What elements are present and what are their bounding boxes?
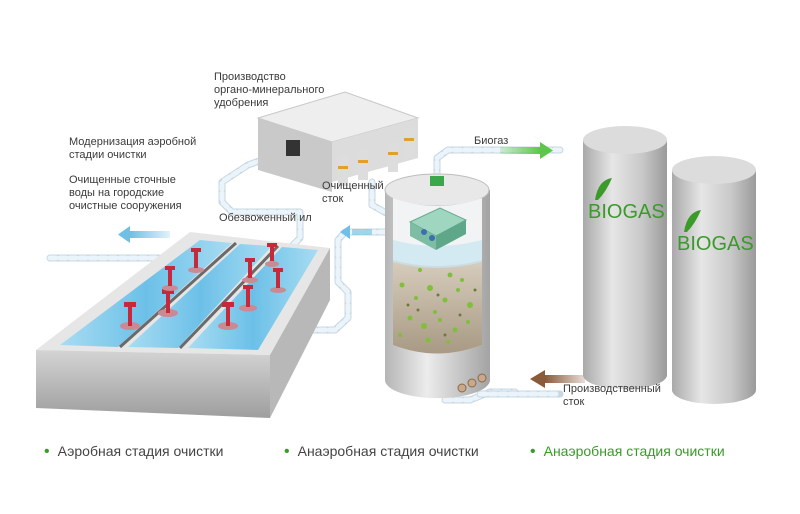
cleaned-water-arrow	[118, 226, 170, 243]
biogas-tank-2	[672, 156, 756, 404]
dewatered-sludge-label: Обезвоженный ил	[219, 212, 312, 224]
legend-item-anaerobic: •Анаэробная стадия очистки	[284, 443, 479, 460]
purified-flow-label: Очищенный сток	[322, 180, 384, 205]
biogas-tank-1	[583, 126, 667, 389]
legend-bullet-icon: •	[44, 443, 50, 460]
sludge-to-reactor-arrow	[340, 225, 372, 239]
legend-bullet-icon: •	[284, 443, 290, 460]
fertilizer-building	[256, 91, 420, 192]
biomass-granules	[398, 268, 473, 344]
biogas-tank-1-label: BIOGAS	[588, 201, 665, 223]
cleaned-water-label: Очищенные сточные воды на городские очис…	[69, 174, 182, 212]
biogas-tank-2-label: BIOGAS	[677, 233, 754, 255]
legend-item-anaerobic-green: •Анаэробная стадия очистки	[530, 443, 725, 460]
industrial-inlet-pipe	[441, 388, 564, 404]
legend-bullet-icon: •	[530, 443, 536, 460]
flow-arrows	[118, 142, 585, 388]
industrial-runoff-arrow	[530, 370, 585, 388]
anaerobic-reactor	[384, 173, 490, 399]
modernization-label: Модернизация аэробной стадии очистки	[69, 136, 197, 161]
fertilizer-label: Производство органо-минерального удобрен…	[214, 71, 325, 109]
legend-item-aerobic: •Аэробная стадия очистки	[44, 443, 224, 460]
aerator-bolts	[120, 243, 286, 330]
biogas-arrow	[500, 142, 553, 159]
aerobic-basin	[36, 232, 330, 418]
biogas-flow-label: Биогаз	[474, 135, 509, 147]
industrial-flow-label: Производственный сток	[563, 383, 661, 408]
